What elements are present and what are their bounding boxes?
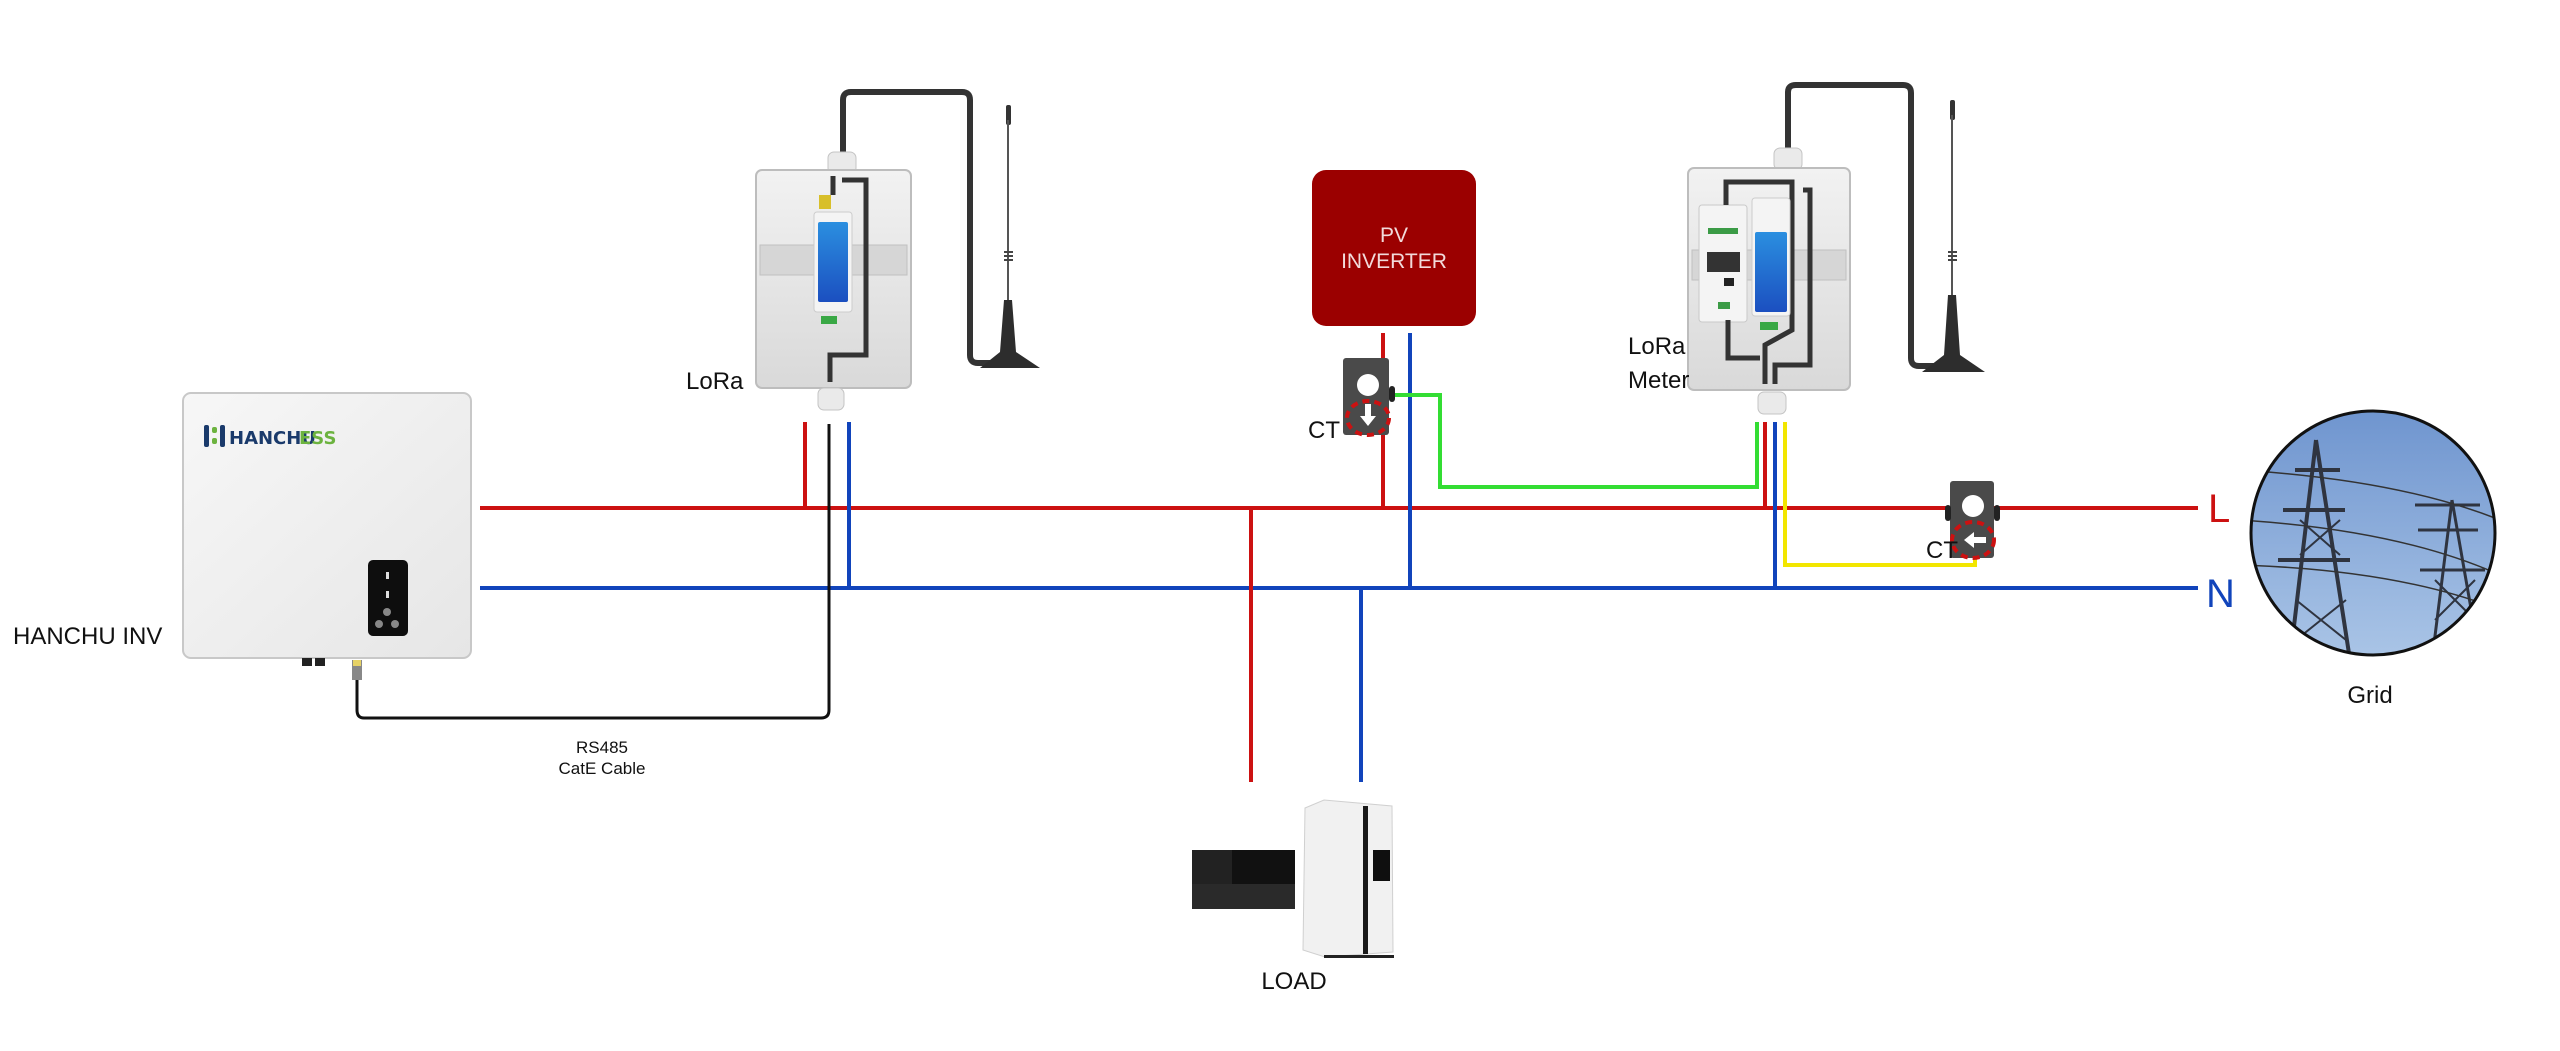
brand-name: HANCHU	[229, 428, 316, 449]
inverter-connector	[302, 658, 312, 666]
antenna-icon	[980, 105, 1040, 368]
arrow-down-icon	[1360, 404, 1376, 426]
refrigerator-icon	[1302, 799, 1394, 958]
cable-gland-top	[1773, 147, 1803, 171]
pv-inverter: PV INVERTER	[1312, 170, 1476, 326]
rs485-cable	[355, 424, 831, 720]
grid-image	[2249, 409, 2497, 657]
inverter-display-panel	[368, 560, 408, 636]
ct-grid-sensor	[1945, 481, 2000, 560]
pv-ct-signal-wire	[1395, 393, 1759, 489]
internal-cable	[827, 176, 869, 382]
pv-inverter-label-line1: PV	[1380, 224, 1408, 247]
neutral-bus-label: N	[2206, 572, 2235, 616]
cable-type-label: CatE Cable	[559, 759, 646, 778]
energy-meter	[1698, 204, 1748, 323]
terminal-block	[1760, 322, 1778, 330]
ct-grid-label: CT	[1926, 537, 1958, 564]
cable-gland-bottom	[1757, 391, 1787, 415]
tv-icon	[1192, 850, 1295, 909]
power-tower-icon	[2251, 439, 2495, 655]
antenna-cable	[840, 89, 1000, 366]
rs485-plug-icon	[352, 660, 362, 680]
antenna-cable	[1785, 82, 1945, 369]
hanchu-inverter: HANCHU ESS	[182, 392, 472, 680]
load-appliances	[1192, 799, 1394, 958]
lora-device	[755, 89, 1040, 411]
lora-meter-label-line2: Meter	[1628, 367, 1689, 394]
rs485-label: RS485	[576, 738, 628, 757]
antenna-icon	[1922, 100, 1985, 372]
ct-pv-sensor	[1343, 358, 1395, 437]
hanchu-inverter-label: HANCHU INV	[13, 623, 162, 650]
grid-label: Grid	[2347, 682, 2392, 709]
brand-suffix: ESS	[299, 428, 336, 449]
pv-inverter-label-line2: INVERTER	[1341, 250, 1447, 273]
terminal-block	[821, 316, 837, 324]
lora-meter-label-line1: LoRa	[1628, 333, 1686, 360]
live-bus-label: L	[2208, 487, 2230, 531]
lora-wires	[355, 422, 851, 720]
cable-gland-bottom	[817, 387, 845, 411]
brand-logo-icon	[204, 425, 225, 447]
pv-inverter-body	[1312, 170, 1476, 326]
lora-meter-device	[1687, 82, 1985, 415]
internal-cable	[1723, 179, 1813, 384]
ct-pv-label: CT	[1308, 417, 1340, 444]
inverter-connector	[315, 658, 325, 666]
load-label: LOAD	[1261, 968, 1326, 995]
arrow-left-icon	[1964, 532, 1986, 548]
lora-label: LoRa	[686, 368, 744, 395]
